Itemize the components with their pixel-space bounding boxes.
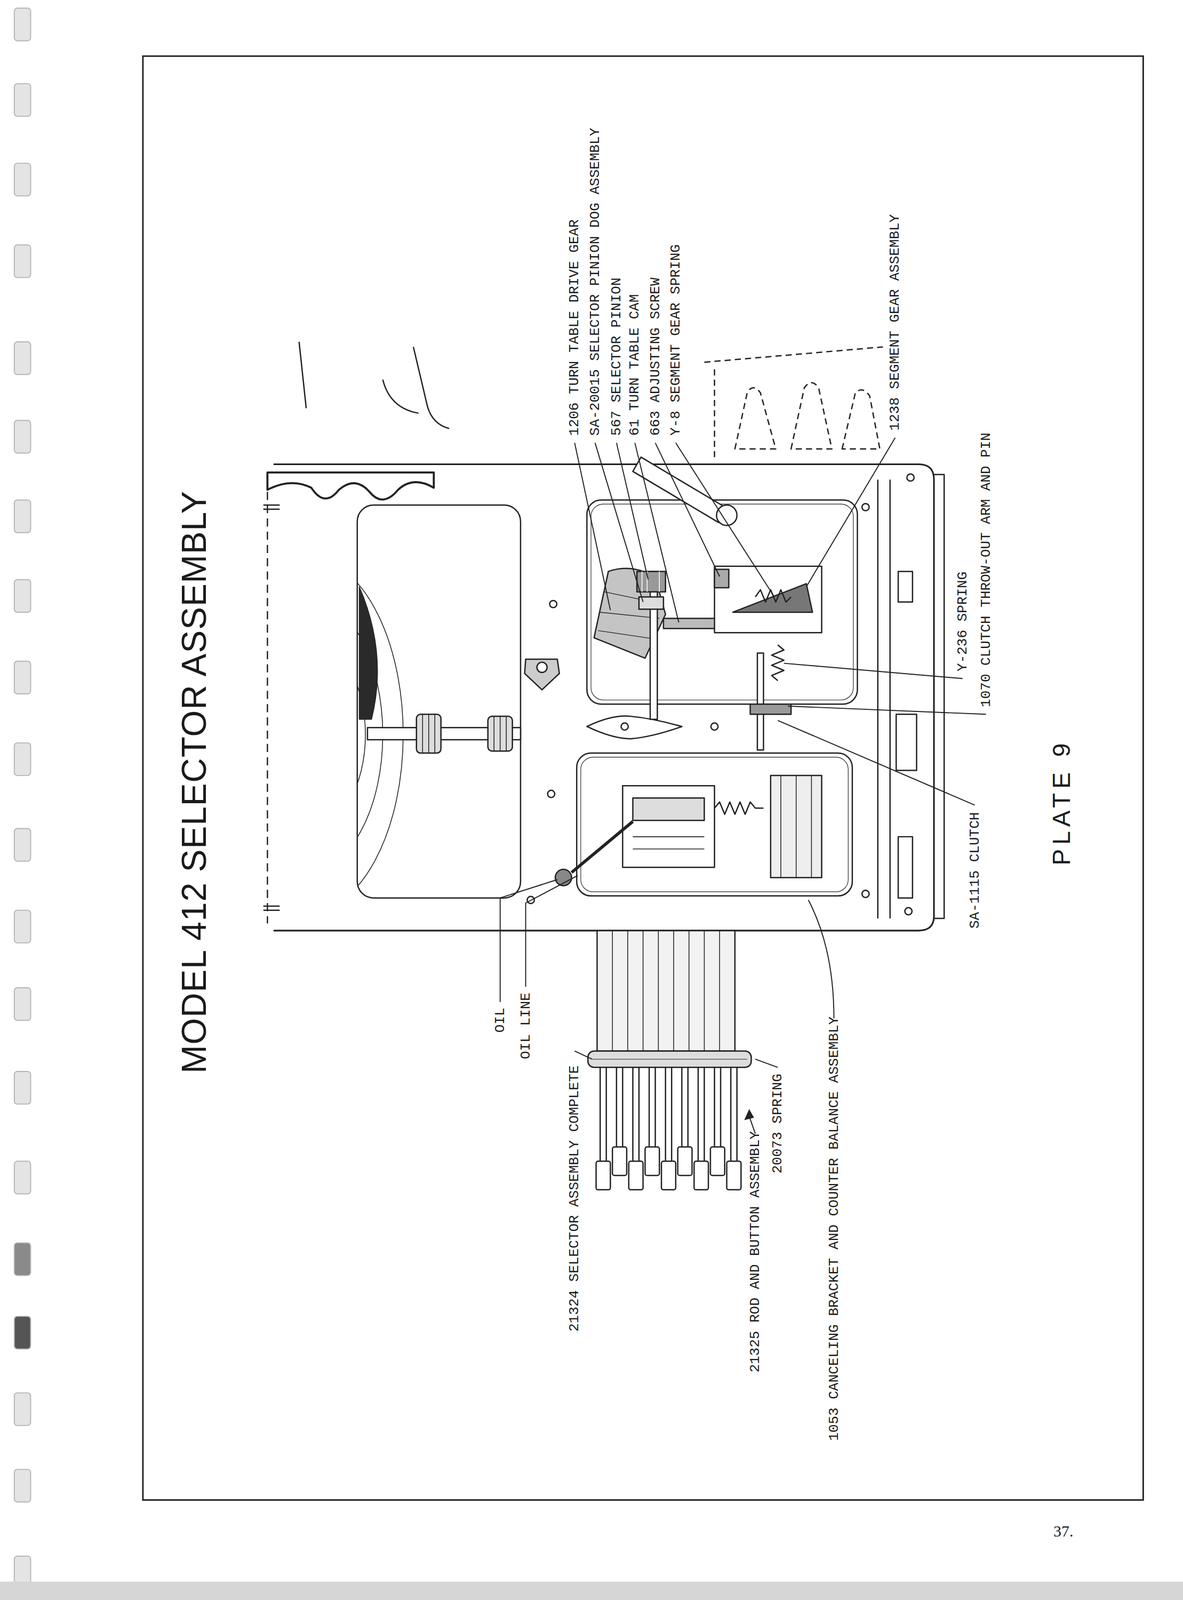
callout-label: 663 ADJUSTING SCREW	[648, 277, 663, 436]
rail-clip	[898, 836, 913, 899]
callout-label: 1070 CLUTCH THROW-OUT ARM AND PIN	[979, 432, 994, 708]
plate-edge	[266, 491, 268, 924]
diagram-title: MODEL 412 SELECTOR ASSEMBLY	[177, 490, 212, 1074]
oil-pipe	[571, 821, 634, 873]
rail	[877, 479, 891, 919]
coupling	[416, 714, 442, 754]
cabinet-line	[382, 379, 419, 414]
turntable-shaft	[650, 571, 658, 719]
callout-label: 1238 SEGMENT GEAR ASSEMBLY	[888, 214, 902, 431]
plate-caption: PLATE 9	[1049, 739, 1074, 866]
segment-gear-box	[714, 566, 822, 633]
pinion-dog	[638, 596, 664, 610]
lower-window	[576, 753, 853, 897]
cabinet-line	[413, 347, 450, 429]
callout-label: 21324 SELECTOR ASSEMBLY COMPLETE	[567, 1065, 582, 1332]
main-plate	[273, 464, 934, 931]
clutch-spring	[771, 644, 785, 681]
break-marks	[263, 505, 281, 911]
adjusting-screw	[714, 569, 730, 588]
cabinet-line	[299, 341, 307, 409]
callout-label: 20073 SPRING	[770, 1073, 785, 1174]
selector-frame	[597, 930, 735, 1052]
selector-rods	[596, 1067, 742, 1190]
window-shadow	[590, 504, 854, 700]
rail-bracket	[933, 474, 945, 919]
bolt-holes	[526, 474, 914, 916]
callout-label: OIL	[493, 1007, 508, 1033]
scan-edge	[0, 1581, 1183, 1600]
counter-balance	[770, 775, 822, 878]
callout-label: 1206 TURN TABLE DRIVE GEAR	[567, 219, 582, 436]
callout-label: 567 SELECTOR PINION	[609, 277, 624, 436]
binder-holes	[14, 8, 31, 1589]
casting-edge	[267, 472, 434, 500]
upper-window	[586, 500, 858, 705]
clutch-rod	[757, 652, 764, 750]
callout-label: Y-8 SEGMENT GEAR SPRING	[668, 244, 683, 436]
left-window	[357, 505, 521, 899]
page-number: 37.	[1053, 1523, 1074, 1540]
coupling	[488, 716, 513, 751]
selector-ring	[587, 1051, 751, 1068]
window-shadow	[580, 757, 849, 893]
rail-clip	[898, 571, 913, 602]
throw-out-arm	[633, 457, 727, 523]
callout-label: SA-1115 CLUTCH	[968, 812, 982, 929]
canceling-bracket	[622, 785, 715, 868]
selector-pinion	[636, 571, 666, 592]
callout-label: Y-236 SPRING	[955, 571, 970, 672]
segment-gear	[732, 583, 813, 613]
leader-lines	[500, 437, 987, 1134]
callout-label: 61 TURN TABLE CAM	[627, 294, 642, 436]
callout-label: OIL LINE	[518, 992, 533, 1060]
balance-spring	[714, 802, 764, 815]
page-border	[142, 56, 1143, 1500]
callout-label: 1053 CANCELING BRACKET AND COUNTER BALAN…	[827, 1016, 842, 1442]
rail-clip	[896, 714, 917, 771]
callout-label: SA-20015 SELECTOR PINION DOG ASSEMBLY	[588, 128, 603, 436]
oil-cup	[524, 659, 560, 690]
segment-frame	[704, 347, 883, 462]
center-boss	[586, 716, 682, 740]
clutch	[750, 704, 792, 715]
callout-label: 21325 ROD AND BUTTON ASSEMBLY	[748, 1131, 763, 1373]
